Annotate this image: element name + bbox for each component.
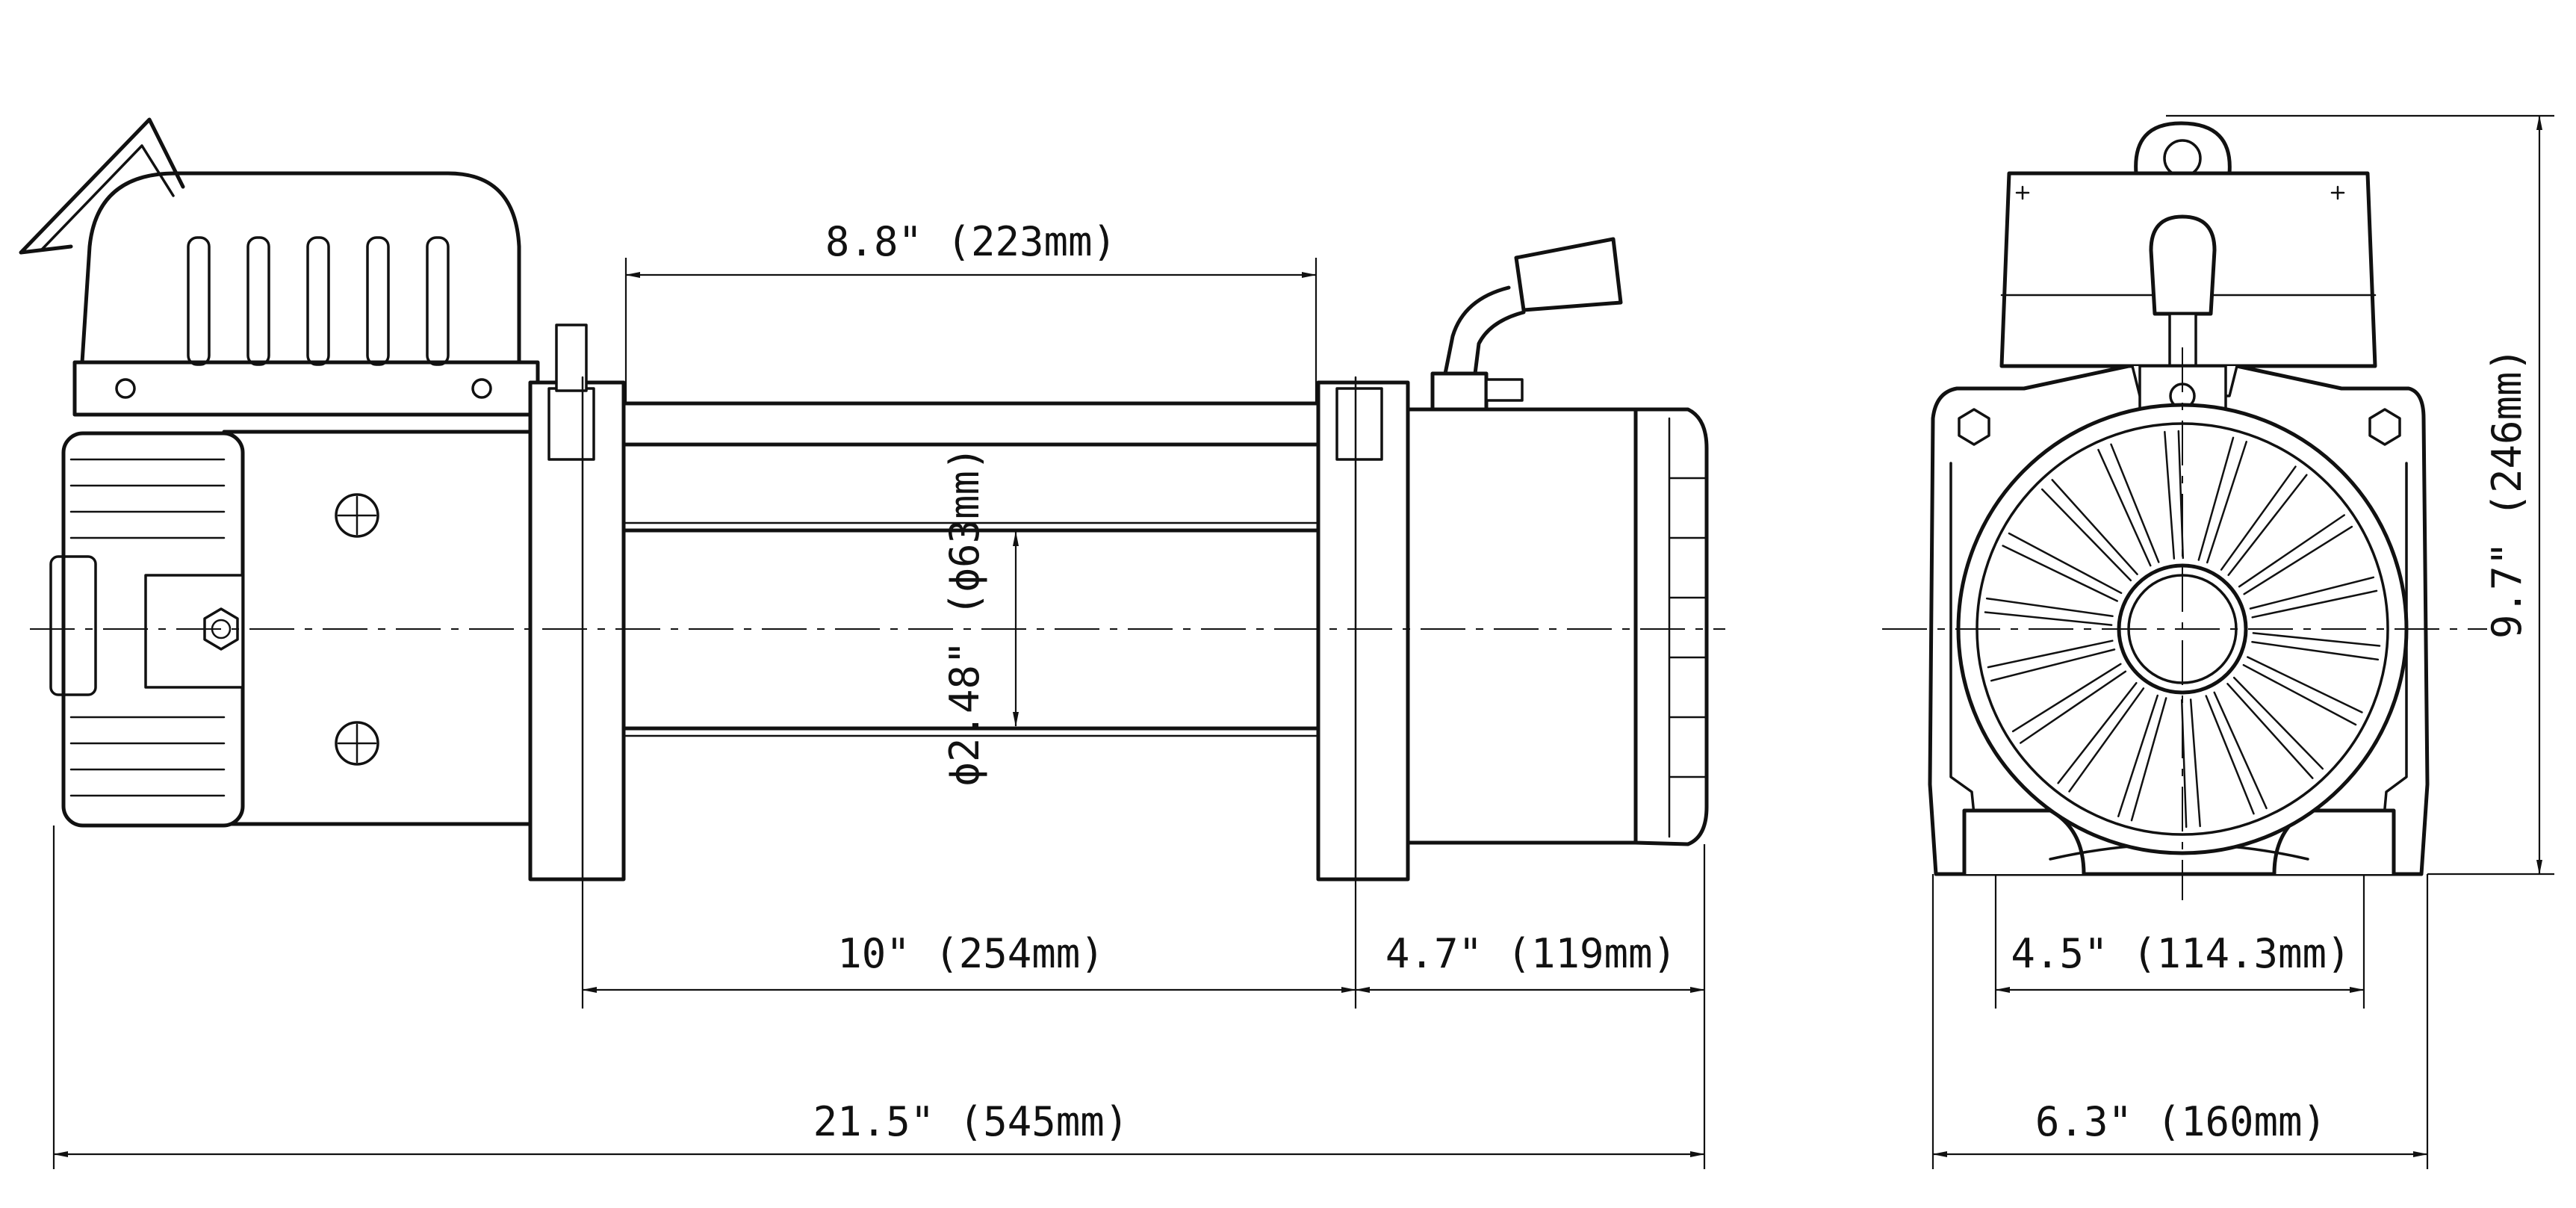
- drum-rib: [2057, 682, 2138, 784]
- mount-spacing-label: 10" (254mm): [837, 930, 1105, 977]
- drum-length-label: 8.8" (223mm): [825, 218, 1117, 265]
- motor: [1406, 237, 1709, 846]
- drum-rib: [2020, 670, 2127, 744]
- drum-rib: [2008, 532, 2123, 595]
- gear-housing: [222, 430, 547, 826]
- overall-height-label: 9.7" (246mm): [2483, 347, 2530, 639]
- dimension-lines: [52, 114, 2554, 1169]
- control-box-top: [1999, 121, 2377, 368]
- drum-rib: [2226, 683, 2314, 779]
- drum-rib: [2251, 641, 2380, 661]
- right-mount-plate: [1316, 376, 1410, 882]
- drum-rib: [2213, 691, 2268, 810]
- drum-rib: [2002, 545, 2118, 602]
- drum-rib: [2130, 697, 2167, 822]
- drum-rib: [1984, 611, 2113, 626]
- drum-rib: [2068, 687, 2145, 793]
- drum-rib: [2242, 663, 2357, 726]
- drum-rib: [2205, 695, 2255, 815]
- drum-rib: [2252, 632, 2381, 647]
- drum-rib: [1985, 597, 2114, 617]
- drum-rib: [2227, 474, 2308, 576]
- tie-bar: [621, 401, 1320, 447]
- drum-diameter-label: ϕ2.48" (ϕ63mm): [941, 446, 988, 786]
- drum-rib: [2220, 465, 2297, 571]
- motor-length-label: 4.7" (119mm): [1385, 930, 1677, 977]
- drum-rib: [2232, 676, 2324, 770]
- drum-rib: [2011, 663, 2122, 733]
- left-mount-plate: [528, 323, 626, 882]
- end-view: [1882, 121, 2487, 900]
- drum-rib: [2247, 656, 2363, 713]
- drum-rib: [2189, 699, 2201, 828]
- drum-rib: [1987, 639, 2114, 669]
- overall-length-label: 21.5" (545mm): [813, 1098, 1129, 1145]
- drum-rib: [2040, 488, 2132, 582]
- side-view: [19, 117, 1725, 882]
- drum-rib: [2197, 436, 2235, 561]
- dimension-labels: 8.8" (223mm) ϕ2.48" (ϕ63mm) 10" (254mm) …: [813, 218, 2530, 1145]
- drum-rib: [2243, 525, 2353, 595]
- drum-rib: [2097, 448, 2152, 567]
- drum-rib: [2051, 479, 2138, 575]
- drum-rib: [1990, 648, 2116, 682]
- drum-rib: [2251, 589, 2378, 619]
- control-box: [19, 117, 540, 417]
- drum-rib: [2117, 694, 2159, 817]
- drum-rib: [2164, 430, 2176, 560]
- drum-rib: [2238, 514, 2345, 588]
- foot-spacing-label: 4.5" (114.3mm): [2011, 930, 2350, 977]
- drum-rib: [2249, 576, 2375, 610]
- drum-rib: [2206, 441, 2248, 564]
- drum-rib: [2110, 443, 2160, 563]
- overall-width-label: 6.3" (160mm): [2035, 1098, 2327, 1145]
